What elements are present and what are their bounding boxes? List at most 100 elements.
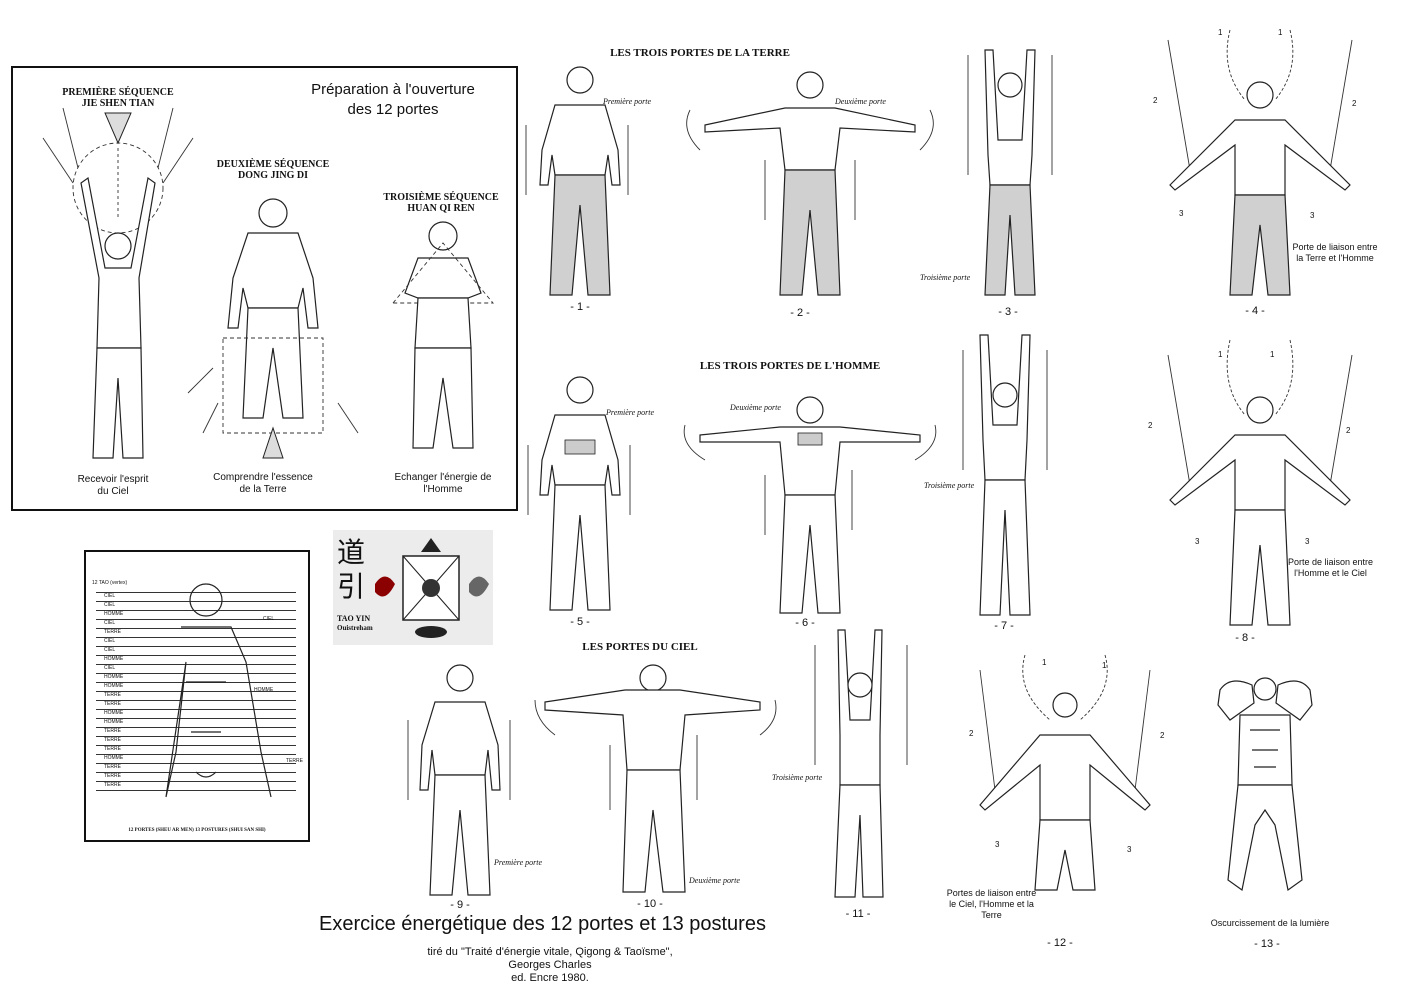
- footer-line2: Georges Charles: [508, 959, 592, 971]
- figure-7-label: Troisième porte: [924, 481, 975, 490]
- figure-8-arrow-2b: 2: [1346, 426, 1351, 435]
- figure-4-arrow-2a: 2: [1153, 96, 1158, 105]
- figure-3-number: - 3 -: [998, 306, 1018, 318]
- figure-9: [407, 664, 511, 896]
- figure-8-arrow-3a: 3: [1195, 537, 1200, 546]
- gates-chart-figure: [165, 583, 272, 798]
- seq1-name: JIE SHEN TIAN: [81, 98, 155, 109]
- chart-row: HOMME: [96, 673, 296, 682]
- chart-row: TERRE: [96, 736, 296, 745]
- figure-9-label: Première porte: [494, 858, 543, 867]
- figure-4-number: - 4 -: [1245, 305, 1265, 317]
- figure-9-number: - 9 -: [450, 899, 470, 911]
- chart-row: TERRE: [96, 691, 296, 700]
- seq2-title: DEUXIÈME SÉQUENCE DONG JING DI: [203, 159, 343, 181]
- tao-yin-logo: 道引 TAO YIN Ouistreham: [333, 530, 493, 645]
- seq3-caption: Echanger l'énergie de l'Homme: [394, 472, 492, 495]
- gates-chart-side-ciel: CIEL: [263, 616, 275, 622]
- figure-5-label: Première porte: [606, 408, 655, 417]
- seq1-title-text: PREMIÈRE SÉQUENCE: [62, 87, 174, 98]
- chart-row: TERRE: [96, 727, 296, 736]
- seq1-title: PREMIÈRE SÉQUENCE JIE SHEN TIAN: [43, 87, 193, 109]
- gates-chart-side-terre: TERRE: [286, 758, 303, 764]
- figure-10: [534, 664, 777, 893]
- preparation-box: Préparation à l'ouverture des 12 portes …: [11, 66, 518, 511]
- chart-row: CIEL: [96, 646, 296, 655]
- figure-3-label: Troisième porte: [920, 273, 971, 282]
- figure-4-arrow-1a: 1: [1218, 28, 1223, 37]
- chart-row: CIEL: [96, 592, 296, 601]
- figure-10-label: Deuxième porte: [689, 876, 740, 885]
- figure-6: [683, 396, 937, 614]
- figure-13: [1217, 677, 1313, 892]
- chart-row: CIEL: [96, 664, 296, 673]
- figure-1-number: - 1 -: [570, 301, 590, 313]
- chart-row: TERRE: [96, 628, 296, 637]
- figure-8-arrow-1b: 1: [1270, 350, 1275, 359]
- chart-row: TERRE: [96, 700, 296, 709]
- figure-6-label: Deuxième porte: [730, 403, 781, 412]
- figure-12-arrow-3a: 3: [995, 840, 1000, 849]
- figure-10-number: - 10 -: [637, 898, 663, 910]
- footer-source: tiré du "Traité d'énergie vitale, Qigong…: [400, 946, 700, 985]
- figure-12-arrow-2a: 2: [969, 729, 974, 738]
- figure-11: [814, 629, 908, 898]
- figure-2-label: Deuxième porte: [835, 97, 886, 106]
- figure-4-arrow-2b: 2: [1352, 99, 1357, 108]
- seq2-caption: Comprendre l'essence de la Terre: [213, 472, 313, 495]
- gates-chart-box: 12 TAO (vertex) CIEL CIEL HOMME CIEL TER…: [84, 550, 310, 842]
- header-terre: LES TROIS PORTES DE LA TERRE: [610, 47, 790, 59]
- figure-12-arrow-2b: 2: [1160, 731, 1165, 740]
- figure-12-number: - 12 -: [1047, 937, 1073, 949]
- figure-1-label: Première porte: [603, 97, 652, 106]
- figure-2-number: - 2 -: [790, 307, 810, 319]
- figure-8-number: - 8 -: [1235, 632, 1255, 644]
- footer-line1: tiré du "Traité d'énergie vitale, Qigong…: [427, 946, 673, 958]
- chart-row: TERRE: [96, 763, 296, 772]
- chart-row: CIEL: [96, 619, 296, 628]
- seq3-name: HUAN QI REN: [407, 203, 475, 214]
- figure-4-label: Porte de liaison entre la Terre et l'Hom…: [1292, 242, 1378, 263]
- header-ciel: LES PORTES DU CIEL: [582, 641, 698, 653]
- footer-line3: ed. Encre 1980.: [511, 972, 589, 984]
- figure-12-label: Portes de liaison entre le Ciel, l'Homme…: [946, 888, 1037, 920]
- logo-line2: Ouistreham: [337, 624, 373, 632]
- figure-4: [1167, 29, 1353, 296]
- chart-row: HOMME: [96, 655, 296, 664]
- logo-chars: 道引: [337, 536, 366, 603]
- figure-11-number: - 11 -: [845, 908, 871, 920]
- figure-8-arrow-1a: 1: [1218, 350, 1223, 359]
- figure-12-arrow-1a: 1: [1042, 658, 1047, 667]
- preparation-title: Préparation à l'ouverture des 12 portes: [311, 81, 475, 118]
- figure-8-arrow-3b: 3: [1305, 537, 1310, 546]
- chart-row: HOMME: [96, 709, 296, 718]
- seq3-title: TROISIÈME SÉQUENCE HUAN QI REN: [371, 192, 511, 214]
- seq2-title-text: DEUXIÈME SÉQUENCE: [216, 159, 330, 170]
- header-homme: LES TROIS PORTES DE L'HOMME: [699, 360, 881, 372]
- chart-row: HOMME: [96, 610, 296, 619]
- figure-2: [686, 71, 934, 296]
- figure-7-number: - 7 -: [994, 620, 1014, 632]
- figure-4-arrow-3a: 3: [1179, 209, 1184, 218]
- seq2-name: DONG JING DI: [237, 170, 308, 181]
- figure-8-label: Porte de liaison entre l'Homme et le Cie…: [1287, 557, 1374, 578]
- gates-chart-side-homme: HOMME: [254, 687, 274, 693]
- gates-chart-top-label: 12 TAO (vertex): [92, 580, 128, 586]
- chart-row: TERRE: [96, 745, 296, 754]
- figure-12-arrow-3b: 3: [1127, 845, 1132, 854]
- figure-6-number: - 6 -: [795, 617, 815, 629]
- figure-12-arrow-1b: 1: [1102, 661, 1107, 670]
- seq1-figure: [42, 107, 194, 459]
- seq3-figure: [392, 221, 494, 449]
- seq2-figure: [187, 198, 359, 459]
- footer-title: Exercice énergétique des 12 portes et 13…: [319, 913, 766, 935]
- figure-3: [967, 49, 1053, 296]
- figure-13-label: Oscurcissement de la lumière: [1210, 918, 1330, 928]
- figure-8: [1167, 339, 1353, 626]
- chart-row: HOMME: [96, 754, 296, 763]
- figure-8-arrow-2a: 2: [1148, 421, 1153, 430]
- seq1-caption: Recevoir l'esprit du Ciel: [77, 474, 149, 497]
- figure-5-number: - 5 -: [570, 616, 590, 628]
- figure-13-number: - 13 -: [1254, 938, 1280, 950]
- chart-row: TERRE: [96, 781, 296, 791]
